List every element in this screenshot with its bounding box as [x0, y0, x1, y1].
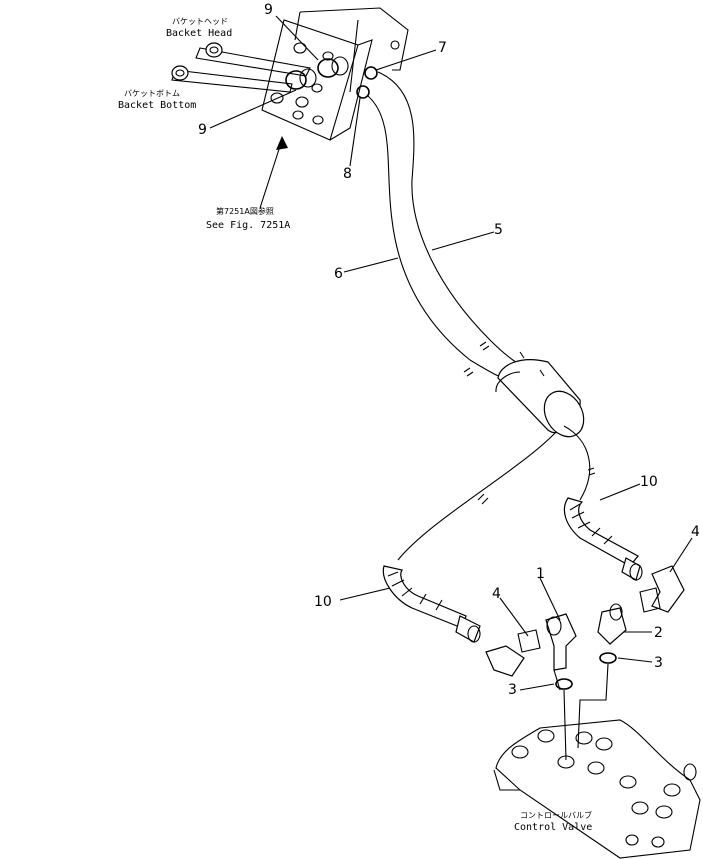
- hose-10-right: [563, 497, 643, 581]
- part-number-3-right: 3: [654, 655, 663, 671]
- part-number-5: 5: [494, 222, 503, 238]
- part-number-6: 6: [334, 266, 343, 282]
- valve-block-assembly: [171, 7, 409, 141]
- part-number-10-left: 10: [314, 594, 332, 610]
- control-valve-body: [493, 719, 701, 859]
- part-number-8: 8: [343, 166, 352, 182]
- see-fig-label-jp: 第7251A図参照: [216, 206, 274, 216]
- control-valve-label: Control Valve: [514, 822, 592, 833]
- part-number-9-top: 9: [264, 2, 273, 18]
- o-ring-3-right: [599, 652, 617, 664]
- part-number-2: 2: [654, 625, 663, 641]
- fitting-1: [545, 613, 577, 691]
- see-fig-label: See Fig. 7251A: [206, 220, 290, 231]
- part-number-4-left: 4: [492, 586, 501, 602]
- lower-lines: [397, 425, 596, 561]
- part-number-4-right: 4: [691, 524, 700, 540]
- leader-o-ring-right: [577, 663, 609, 749]
- bucket-bottom-label: Backet Bottom: [118, 100, 196, 111]
- bucket-bottom-label-jp: バケットボトム: [124, 89, 180, 98]
- part-number-9-bottom: 9: [198, 122, 207, 138]
- elbow-4-right: [639, 565, 685, 613]
- part-number-7: 7: [438, 40, 447, 56]
- part-number-10-right: 10: [640, 474, 658, 490]
- bucket-head-label-jp: バケットヘッド: [172, 17, 228, 26]
- part-number-1: 1: [536, 566, 545, 582]
- leader-lines: [209, 15, 693, 691]
- control-valve-label-jp: コントロールバルブ: [520, 810, 592, 820]
- hose-10-left: [382, 565, 481, 643]
- fitting-2: [597, 603, 627, 645]
- part-number-3-left: 3: [508, 682, 517, 698]
- bucket-head-label: Backet Head: [166, 28, 232, 39]
- elbow-4-left: [485, 629, 541, 677]
- o-ring-3-left: [555, 678, 573, 690]
- hoses-5-6: [367, 71, 585, 438]
